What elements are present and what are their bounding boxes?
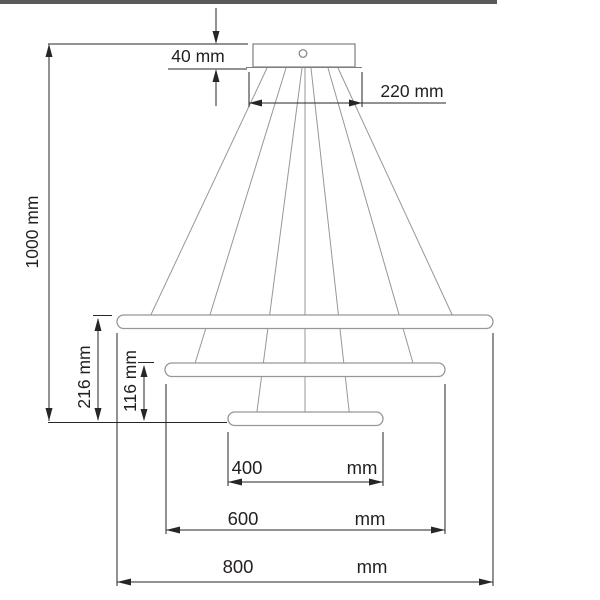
label-large-ring-value: 800 <box>222 556 254 577</box>
arrow-left-icon <box>166 526 180 534</box>
dim-small-ring-diameter <box>227 432 384 486</box>
canopy-screw-hole <box>298 49 308 58</box>
ring-small <box>227 411 384 427</box>
arrow-up-icon <box>45 44 53 57</box>
arrow-up-icon <box>140 365 148 377</box>
dim-middle-ring-diameter <box>165 384 446 534</box>
dim-middle-ring-drop <box>138 362 154 421</box>
arrow-left-icon <box>117 578 131 586</box>
label-canopy-height: 40 mm <box>171 46 225 66</box>
label-small-ring-value: 400 <box>231 457 263 478</box>
ring-large <box>116 314 494 330</box>
label-small-ring-unit: mm <box>346 457 378 478</box>
label-large-ring-unit: mm <box>356 556 388 577</box>
suspension-cable <box>255 67 303 420</box>
arrow-right-icon <box>369 478 383 486</box>
suspension-cable <box>310 67 351 420</box>
arrow-left-icon <box>249 99 262 107</box>
dim-canopy-height <box>48 8 248 106</box>
label-middle-ring-unit: mm <box>354 508 386 529</box>
top-border-bar <box>0 0 497 4</box>
arrow-up-icon <box>94 318 102 331</box>
arrow-right-icon <box>431 526 445 534</box>
suspension-cable <box>147 67 268 322</box>
dim-suspension-drop <box>45 44 227 423</box>
arrow-right-icon <box>479 578 493 586</box>
light-rings <box>116 314 494 427</box>
dim-large-ring-drop <box>93 315 112 421</box>
label-middle-ring-value: 600 <box>227 508 259 529</box>
label-large-ring-drop: 216 mm <box>74 345 94 409</box>
arrow-up-icon <box>212 69 220 82</box>
dim-large-ring-diameter <box>116 333 494 586</box>
label-suspension-drop: 1000 mm <box>22 195 42 269</box>
arrow-down-icon <box>140 409 148 421</box>
arrow-down-icon <box>212 31 220 44</box>
arrow-right-icon <box>349 99 362 107</box>
arrow-left-icon <box>228 478 242 486</box>
label-middle-ring-drop: 116 mm <box>120 350 140 412</box>
arrow-down-icon <box>94 408 102 421</box>
suspension-cable <box>337 67 456 322</box>
label-canopy-diameter: 220 mm <box>380 81 444 101</box>
dim-canopy-diameter <box>248 72 446 107</box>
arrow-down-icon <box>45 408 53 421</box>
ring-middle <box>164 362 446 378</box>
ceiling-canopy <box>246 43 362 69</box>
